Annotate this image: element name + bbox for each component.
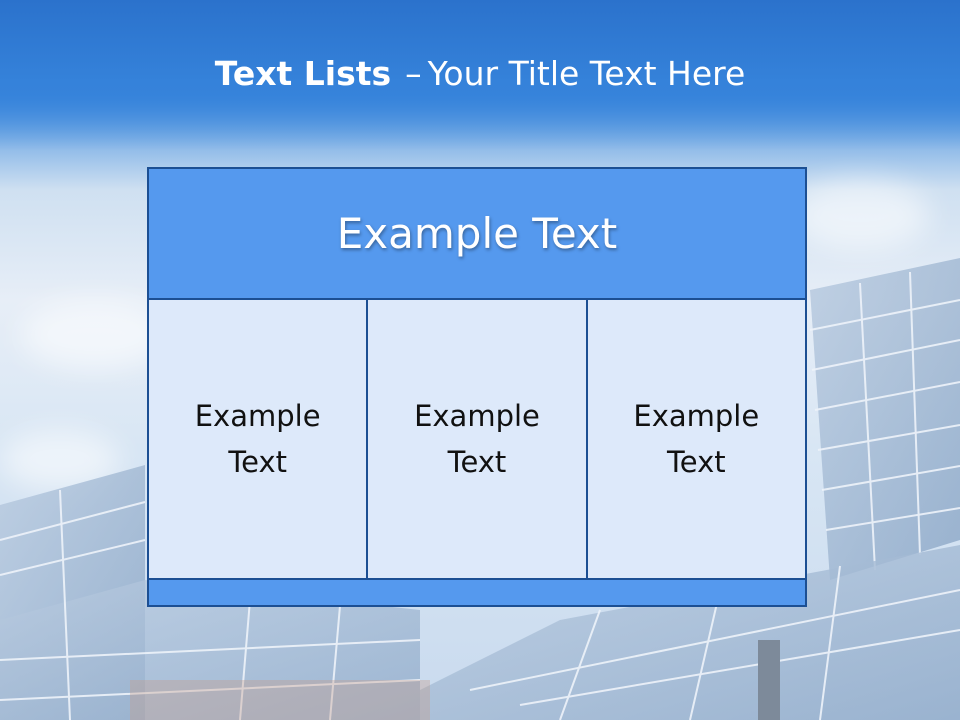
text-list-box: Example Text Example Text Example Text E… [147, 167, 807, 607]
box-columns: Example Text Example Text Example Text [149, 300, 805, 578]
column-2-text: Example Text [414, 399, 540, 479]
slide-title: Text Lists–Your Title Text Here [0, 52, 960, 96]
box-header: Example Text [149, 169, 805, 300]
cloud-shape [790, 180, 930, 250]
title-bar [0, 0, 960, 150]
column-3-text: Example Text [633, 399, 760, 479]
cloud-shape [20, 300, 170, 370]
title-bold-text: Text Lists [214, 54, 392, 93]
column-2: Example Text [368, 300, 588, 578]
column-3: Example Text [587, 300, 805, 578]
column-1: Example Text [149, 300, 369, 578]
box-header-text: Example Text [336, 209, 618, 258]
title-rest-text: Your Title Text Here [427, 54, 746, 93]
column-1-text: Example Text [194, 399, 321, 479]
title-dash: – [405, 54, 422, 93]
box-footer [149, 578, 805, 605]
